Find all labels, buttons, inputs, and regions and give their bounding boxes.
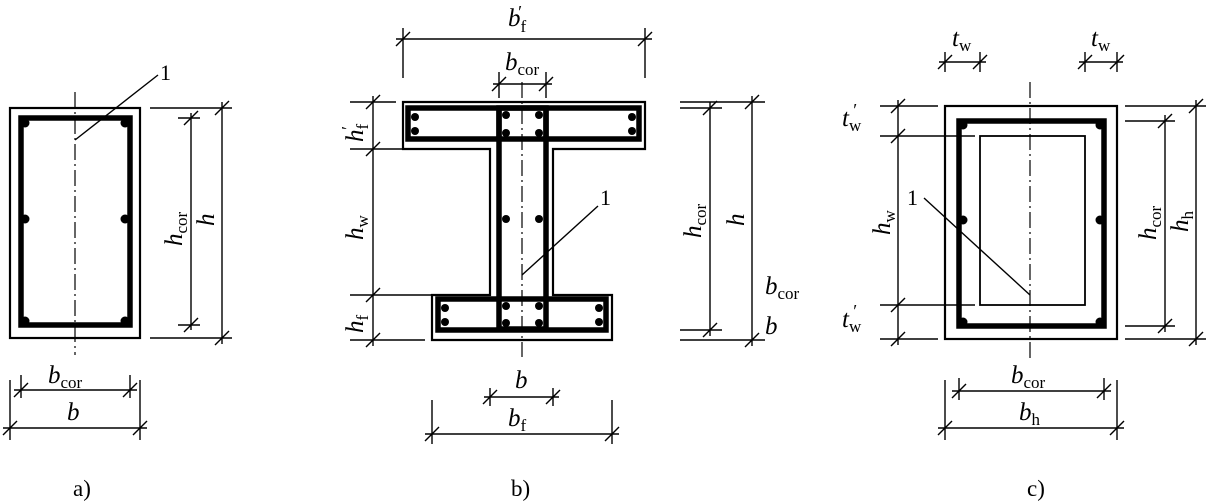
panel-a-label-bcor: bcor — [48, 362, 83, 392]
panel-c-label-tw-right: tw — [1091, 25, 1111, 55]
panel-b-top-flange-stirrup — [405, 105, 642, 142]
panel-c-label-hcor: hcor — [1135, 205, 1165, 240]
panel-b-label-b-right: b — [765, 313, 778, 340]
panel-a-caption: a) — [73, 476, 91, 501]
panel-c-box-section: 1 tw tw tw′ hw tw′ hcor hh — [842, 25, 1206, 501]
panel-a-rebars — [20, 118, 130, 326]
panel-c-caption: c) — [1027, 476, 1045, 501]
panel-b-label-bcor-right: bcor — [765, 273, 800, 303]
panel-b-caption: b) — [511, 476, 530, 501]
panel-c-label-tw-prime-bottom: tw′ — [842, 301, 862, 336]
panel-c-rebars — [958, 120, 1105, 327]
panel-b-rebars — [411, 111, 636, 327]
panel-b-label-hw: hw — [342, 215, 372, 241]
panel-a-label-h: h — [193, 214, 220, 227]
panel-a-label-hcor: hcor — [161, 211, 191, 246]
panel-c-label-tw-prime-top: tw′ — [842, 100, 862, 135]
panel-b-outline — [401, 100, 647, 342]
panel-c-leader-number: 1 — [907, 185, 918, 210]
panel-b-label-hcor: hcor — [680, 203, 710, 238]
panel-c-label-tw-left: tw — [952, 25, 972, 55]
panel-c-label-hw: hw — [869, 210, 899, 236]
panel-a-leader-number: 1 — [160, 60, 171, 85]
panel-a-label-b: b — [67, 399, 80, 426]
panel-b-label-hf-prime: hf′ — [338, 124, 372, 143]
panel-b-label-hf: hf — [342, 315, 372, 334]
panel-b-label-h: h — [723, 214, 750, 227]
panel-b-label-b-bottom: b — [515, 367, 528, 394]
panel-b-leader-number: 1 — [600, 185, 611, 210]
panel-b-i-section: 1 bf′ bcor hf′ hw hf hcor h bc — [338, 2, 800, 501]
panel-c-outline — [943, 104, 1119, 341]
panel-a-rectangular-section: 1 hcor h bcor b a) — [2, 60, 232, 501]
panel-c-stirrup — [956, 118, 1107, 329]
panel-b-label-bf: bf — [508, 405, 527, 435]
panel-b-label-bf-prime: bf′ — [508, 2, 527, 36]
panel-c-label-bcor: bcor — [1011, 362, 1046, 392]
panel-c-void — [979, 135, 1086, 306]
panel-c-label-bh: bh — [1019, 399, 1041, 429]
panel-c-label-hh: hh — [1167, 211, 1197, 233]
panel-b-label-bcor-top: bcor — [505, 49, 540, 79]
